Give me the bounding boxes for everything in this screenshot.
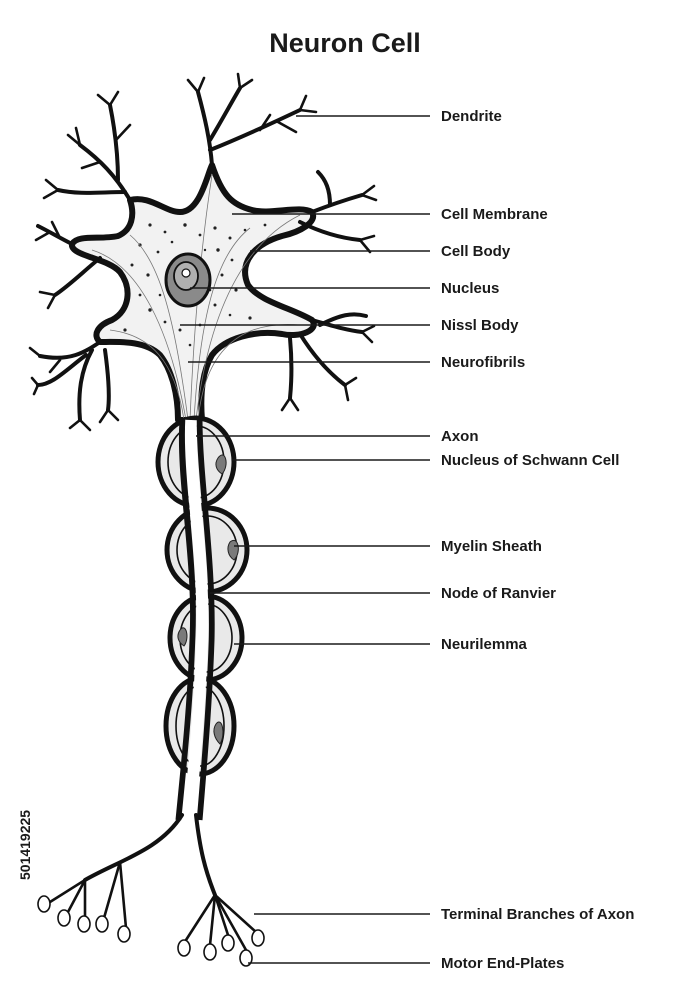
label-nucleus: Nucleus <box>441 280 499 297</box>
label-dendrite: Dendrite <box>441 108 502 125</box>
label-neurilemma: Neurilemma <box>441 636 528 653</box>
label-terminal-branches-of-axon: Terminal Branches of Axon <box>441 906 634 923</box>
terminal-branches <box>48 813 258 952</box>
labels: Dendrite Cell Membrane Cell Body Nucleus… <box>441 108 634 972</box>
label-motor-end-plates: Motor End-Plates <box>441 955 564 972</box>
nucleus <box>164 252 212 308</box>
watermark-id: 501419225 <box>17 810 33 880</box>
diagram-title: Neuron Cell <box>269 28 421 58</box>
label-nucleus-of-schwann-cell: Nucleus of Schwann Cell <box>441 452 619 469</box>
label-cell-membrane: Cell Membrane <box>441 206 548 223</box>
cell-body <box>69 162 317 423</box>
label-axon: Axon <box>441 428 479 445</box>
label-myelin-sheath: Myelin Sheath <box>441 538 542 555</box>
axon <box>175 419 215 821</box>
leader-lines <box>180 115 430 964</box>
label-cell-body: Cell Body <box>441 243 511 260</box>
label-neurofibrils: Neurofibrils <box>441 354 525 371</box>
label-node-of-ranvier: Node of Ranvier <box>441 585 556 602</box>
motor-end-plates <box>37 895 265 967</box>
dendrites <box>28 72 378 432</box>
label-nissl-body: Nissl Body <box>441 317 519 334</box>
